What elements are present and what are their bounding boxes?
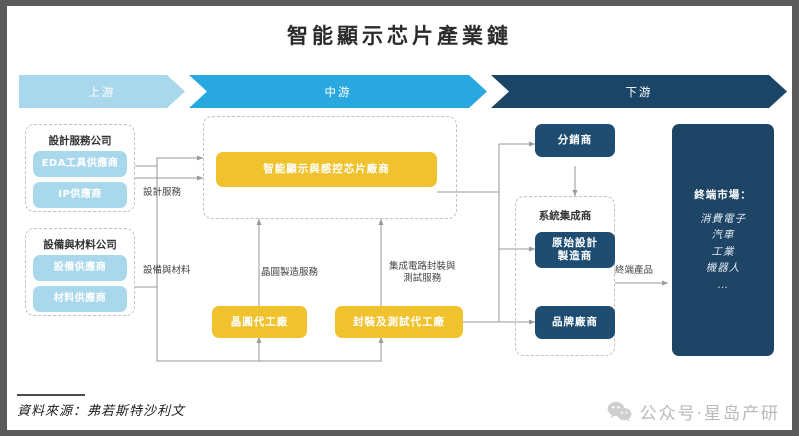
group-design-service-title: 設計服務公司 bbox=[48, 135, 112, 147]
page-title: 智能顯示芯片產業鏈 bbox=[287, 24, 512, 48]
group-system-integrator: 系統集成商 bbox=[515, 196, 615, 356]
label-end-product: 終端產品 bbox=[615, 265, 654, 276]
node-label: 品牌廠商 bbox=[552, 316, 598, 329]
group-design-service: 設計服務公司 bbox=[25, 124, 135, 212]
group-equipment-materials-title: 設備與材料公司 bbox=[43, 239, 117, 251]
node-label: IP供應商 bbox=[58, 188, 102, 200]
node-label: 智能顯示與感控芯片廠商 bbox=[263, 163, 390, 176]
panel-end-market: 終端市場： 消費電子 汽車 工業 機器人 … bbox=[672, 124, 774, 356]
node-label: EDA工具供應商 bbox=[41, 157, 119, 169]
node-ip-supplier[interactable]: IP供應商 bbox=[33, 182, 127, 208]
banner-downstream: 下游 bbox=[491, 75, 787, 108]
label-ic-packaging-testing: 集成電路封裝與測試服務 bbox=[389, 261, 456, 285]
group-chip-maker bbox=[203, 116, 457, 219]
banner-midstream: 中游 bbox=[189, 75, 487, 108]
banner-upstream-label: 上游 bbox=[88, 84, 116, 99]
node-label: 材料供應商 bbox=[53, 292, 107, 304]
node-equipment-supplier[interactable]: 設備供應商 bbox=[33, 255, 127, 281]
node-label: 分銷商 bbox=[557, 134, 593, 147]
node-label: 晶圓代工廠 bbox=[230, 315, 289, 328]
end-market-item: 機器人 bbox=[705, 262, 741, 275]
wechat-icon bbox=[607, 401, 631, 422]
banner-upstream: 上游 bbox=[19, 75, 185, 108]
node-odm[interactable]: 原始設計製造商 bbox=[535, 232, 615, 268]
banner-midstream-label: 中游 bbox=[324, 84, 352, 99]
footer-rule bbox=[17, 394, 85, 396]
node-label: 封裝及測試代工廠 bbox=[353, 315, 445, 328]
end-market-item: 消費電子 bbox=[700, 212, 746, 225]
watermark: 公众号·星岛产研 bbox=[607, 399, 780, 424]
end-market-heading: 終端市場： bbox=[694, 188, 752, 201]
label-wafer-manufacturing: 晶圓製造服務 bbox=[261, 267, 319, 278]
node-label: 原始設計製造商 bbox=[552, 237, 598, 262]
group-equipment-materials: 設備與材料公司 bbox=[25, 228, 135, 316]
node-brand-vendor[interactable]: 品牌廠商 bbox=[535, 306, 615, 339]
label-equipment-materials: 設備與材料 bbox=[143, 265, 191, 276]
node-distributor[interactable]: 分銷商 bbox=[535, 124, 615, 157]
banner-downstream-label: 下游 bbox=[625, 84, 653, 99]
node-material-supplier[interactable]: 材料供應商 bbox=[33, 286, 127, 312]
watermark-text: 公众号·星岛产研 bbox=[639, 404, 780, 424]
node-eda-tool-supplier[interactable]: EDA工具供應商 bbox=[33, 151, 127, 177]
end-market-item: 汽車 bbox=[711, 229, 735, 242]
node-packaging-testing-foundry[interactable]: 封裝及測試代工廠 bbox=[335, 306, 463, 338]
end-market-item: … bbox=[717, 278, 729, 291]
label-design-service: 設計服務 bbox=[143, 187, 182, 198]
node-label: 設備供應商 bbox=[53, 261, 107, 273]
source-note: 資料來源：弗若斯特沙利文 bbox=[17, 404, 186, 419]
node-chip-maker[interactable]: 智能顯示與感控芯片廠商 bbox=[216, 152, 437, 187]
group-system-integrator-title: 系統集成商 bbox=[538, 210, 592, 222]
node-wafer-foundry[interactable]: 晶圓代工廠 bbox=[212, 306, 307, 338]
diagram-canvas: 智能顯示芯片產業鏈 上游 中游 下游 bbox=[7, 6, 792, 430]
end-market-item: 工業 bbox=[711, 245, 735, 258]
